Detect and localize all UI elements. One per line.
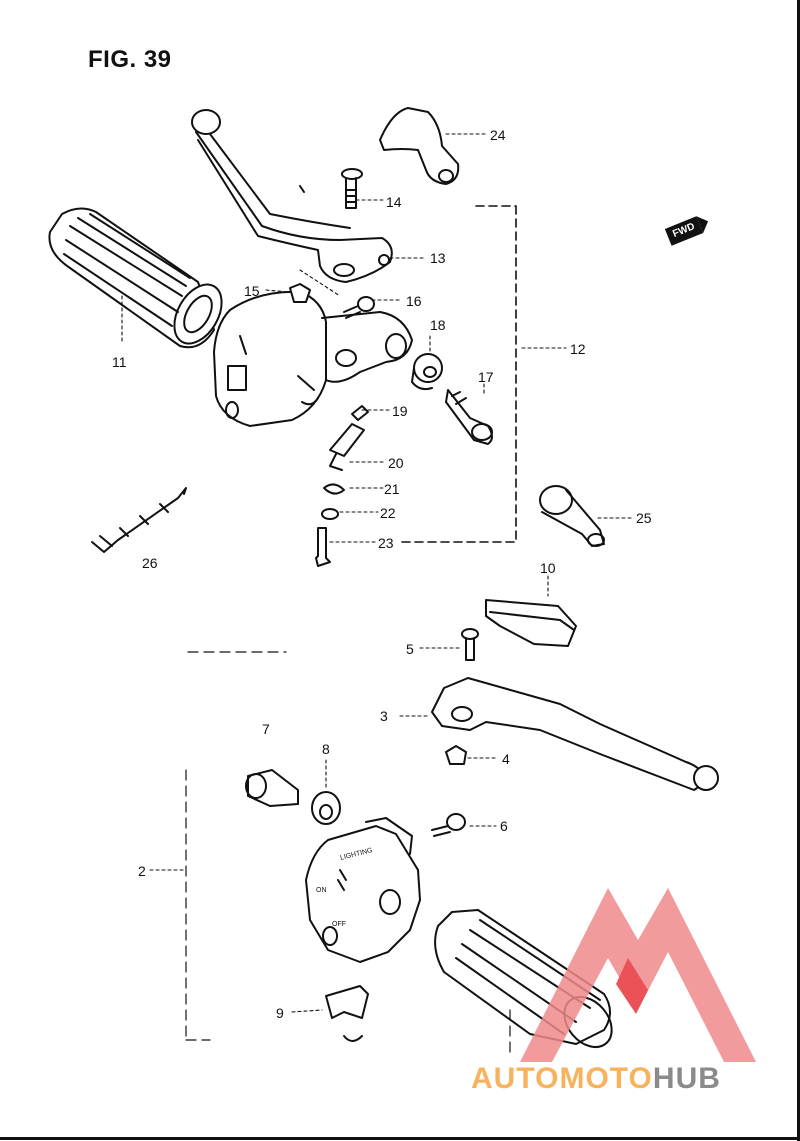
left-switch-housing: [213, 290, 413, 427]
switch-9: [325, 985, 369, 1042]
boot-25: [539, 485, 605, 547]
callout-24: 24: [490, 127, 506, 143]
washer-22: [321, 508, 339, 520]
callout-8: 8: [322, 741, 330, 757]
callout-19: 19: [392, 403, 408, 419]
callout-16: 16: [406, 293, 422, 309]
watermark-brand-part2: HUB: [652, 1062, 721, 1095]
callout-11: 11: [112, 354, 127, 370]
callout-6: 6: [500, 818, 508, 834]
cushion-8: [311, 791, 341, 825]
switch-legend-on: ON: [316, 887, 327, 894]
group-2-frame: [185, 651, 511, 1059]
spring-21: [323, 483, 345, 495]
group-12-bracket: [401, 205, 517, 543]
callout-9: 9: [276, 1005, 284, 1021]
callout-21: 21: [384, 481, 400, 497]
callout-25: 25: [636, 510, 652, 526]
callout-3: 3: [380, 708, 388, 724]
screw-5: [461, 628, 479, 661]
lever-cover-24: [379, 107, 460, 185]
brake-lever-3: [431, 677, 719, 791]
callout-26: 26: [142, 555, 158, 571]
callout-15: 15: [244, 283, 260, 299]
callout-22: 22: [380, 505, 396, 521]
watermark-text: AUTOMOTOHUB: [471, 1062, 721, 1096]
nut-15: [289, 283, 311, 303]
callout-4: 4: [502, 751, 510, 767]
switch-19: [351, 405, 369, 421]
watermark-brand-part1: AUTOMOTO: [471, 1062, 653, 1095]
callout-17: 17: [478, 369, 494, 385]
right-border: [797, 0, 800, 1141]
right-switch-housing: [305, 817, 421, 963]
callout-12: 12: [570, 341, 586, 357]
cushion-18: [411, 353, 443, 391]
pivot-13: [378, 254, 390, 266]
switch-20: [329, 423, 365, 471]
lever-cover-10: [485, 599, 577, 647]
callout-10: 10: [540, 560, 556, 576]
screw-6: [431, 813, 466, 837]
bolt-14: [341, 168, 363, 209]
screw-16: [343, 296, 375, 319]
callout-18: 18: [430, 317, 446, 333]
leader-lines: [121, 133, 635, 1013]
callout-14: 14: [386, 194, 402, 210]
callout-20: 20: [388, 455, 404, 471]
left-grip-11: [48, 207, 223, 349]
nut-4: [445, 745, 467, 765]
bolt-17: [445, 389, 493, 445]
callout-2: 2: [138, 863, 146, 879]
bolt-7: [245, 769, 299, 807]
callout-5: 5: [406, 641, 414, 657]
screw-23: [315, 527, 331, 567]
callout-23: 23: [378, 535, 394, 551]
callout-13: 13: [430, 250, 446, 266]
bottom-border: [0, 1137, 800, 1140]
switch-legend-off: OFF: [332, 921, 346, 928]
figure-title: FIG. 39: [88, 46, 172, 73]
clutch-lever-part: [191, 109, 393, 283]
wire-26: [91, 487, 187, 553]
callout-7: 7: [262, 721, 270, 737]
watermark-logo: [520, 888, 756, 1062]
